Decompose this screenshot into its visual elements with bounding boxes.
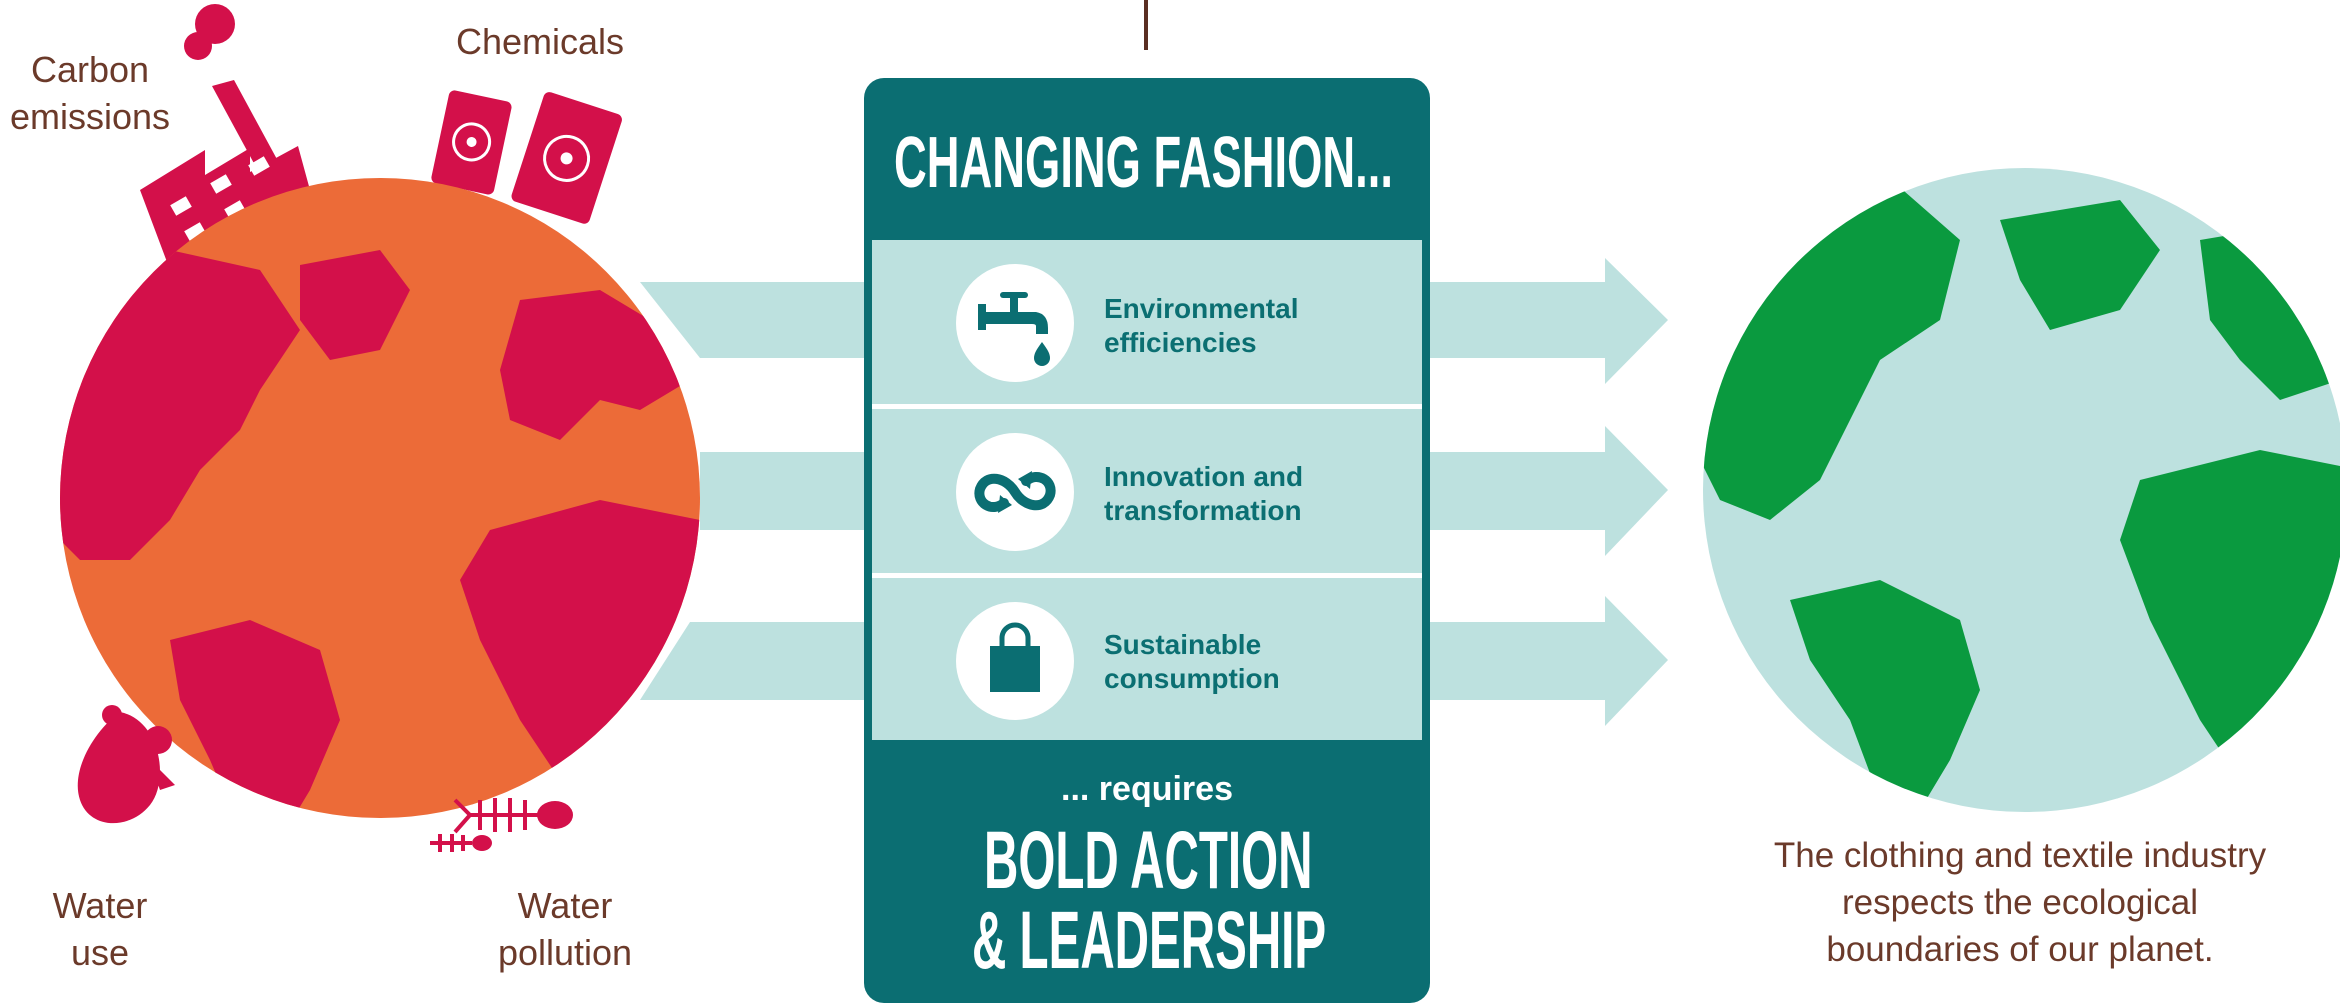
outcome-statement: The clothing and textile industry respec… — [1700, 832, 2340, 973]
row-divider-2 — [872, 573, 1422, 578]
outcome-line1: The clothing and textile industry — [1773, 836, 2267, 875]
impact-label-carbon: Carbon emissions — [0, 46, 180, 140]
inbound-band-2 — [700, 452, 880, 530]
healthy-globe-illustration — [1703, 168, 2340, 812]
impact-water-pollution-line2: pollution — [497, 932, 633, 973]
impact-label-water-use: Water use — [20, 882, 180, 976]
row-sustainable-consumption: Sustainable consumption — [1104, 628, 1280, 696]
damaged-globe-illustration — [60, 4, 700, 852]
outcome-line2: respects the ecological — [1841, 883, 2199, 922]
panel-title-box: CHANGING FASHION... — [864, 118, 1430, 208]
row2-line2: transformation — [1104, 495, 1302, 526]
row-divider-1 — [872, 404, 1422, 409]
outcome-line3: boundaries of our planet. — [1826, 930, 2214, 969]
impact-label-chemicals: Chemicals — [455, 21, 625, 62]
chemical-barrels-icon — [431, 90, 622, 224]
impact-water-use-line2: use — [70, 932, 130, 973]
panel-rows: Environmental efficiencies Innovation an… — [872, 240, 1422, 740]
impact-water-use-line1: Water — [52, 885, 148, 926]
row1-line1: Environmental — [1104, 293, 1299, 324]
shopping-bag-icon — [956, 602, 1074, 720]
water-tap-icon — [956, 264, 1074, 382]
impact-carbon-line1: Carbon — [30, 49, 150, 90]
row-innovation-transformation: Innovation and transformation — [1104, 460, 1303, 528]
infinity-loop-icon — [956, 433, 1074, 551]
inbound-band-1 — [640, 282, 880, 358]
panel-bold-box: BOLD ACTION & LEADERSHIP — [864, 820, 1430, 990]
fish-skeleton-icon — [430, 798, 573, 852]
impact-carbon-line2: emissions — [9, 96, 171, 137]
row-environmental-efficiencies: Environmental efficiencies — [1104, 292, 1298, 360]
row2-line1: Innovation and — [1104, 461, 1304, 492]
water-drop-icon — [77, 705, 175, 824]
factory-icon — [140, 4, 310, 270]
panel-requires: ... requires — [1061, 770, 1233, 808]
inbound-band-3 — [640, 622, 880, 700]
row1-line2: efficiencies — [1104, 327, 1257, 358]
panel-bold-line2: & LEADERSHIP — [972, 895, 1327, 986]
panel-bold-line1: BOLD ACTION — [984, 820, 1313, 906]
outbound-arrow-1 — [1420, 258, 1668, 384]
panel-title: CHANGING FASHION... — [894, 123, 1393, 203]
row3-line1: Sustainable — [1104, 629, 1262, 660]
impact-water-pollution-line1: Water — [517, 885, 613, 926]
outbound-arrow-3 — [1420, 596, 1668, 726]
outbound-arrow-2 — [1420, 426, 1668, 556]
impact-label-water-pollution: Water pollution — [480, 882, 650, 976]
row3-line2: consumption — [1104, 663, 1280, 694]
